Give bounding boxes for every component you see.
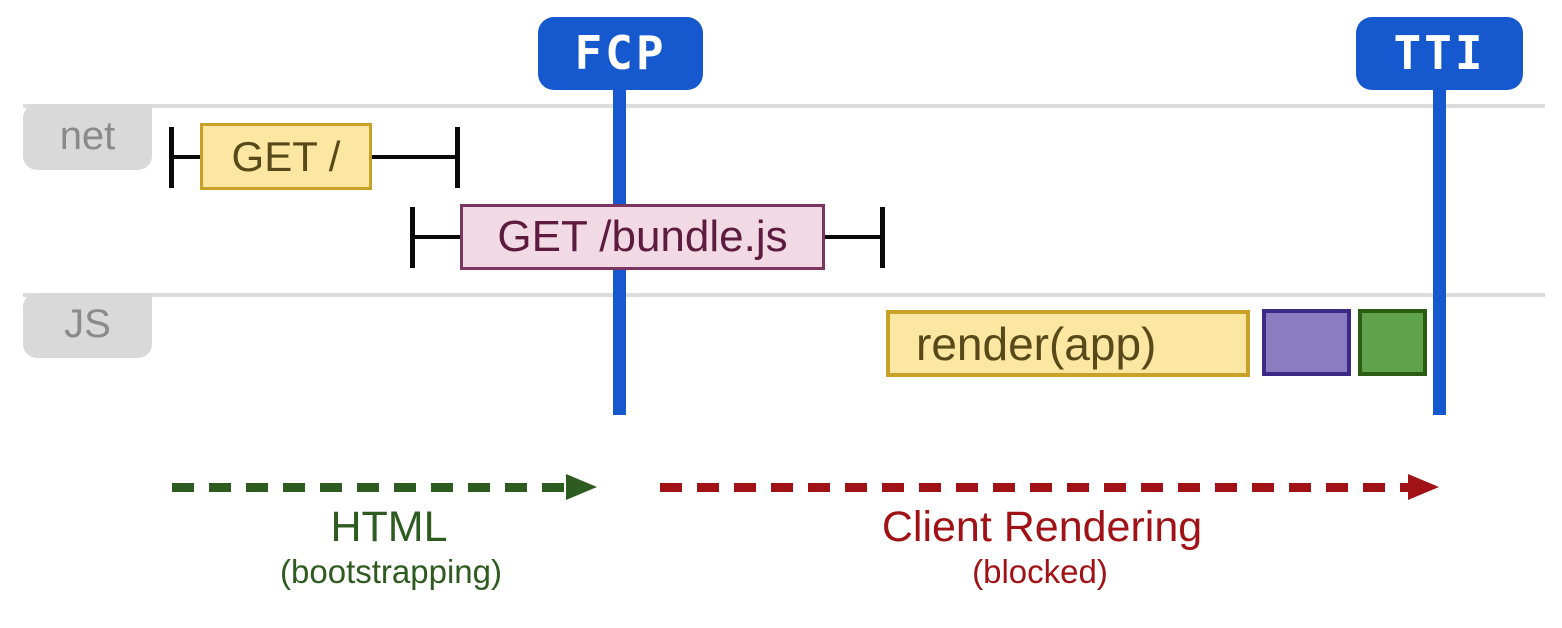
get-root-left-connector — [174, 155, 200, 159]
get-bundle-right-connector — [825, 235, 882, 239]
get-bundle-right-whisker — [880, 207, 885, 268]
get-root-left-whisker — [169, 127, 174, 188]
get-root-right-whisker — [455, 127, 460, 188]
fcp-badge: FCP — [538, 17, 703, 90]
get-bundle-left-whisker — [410, 207, 415, 268]
html-phase-arrowhead-icon — [566, 474, 597, 500]
task-render-app: render(app) — [886, 310, 1250, 377]
client-rendering-phase-arrow — [660, 483, 1408, 492]
get-root-right-connector — [372, 155, 457, 159]
client-rendering-phase-label: Client Rendering — [881, 503, 1203, 551]
html-phase-arrow — [172, 483, 566, 492]
html-phase-label: HTML — [330, 503, 448, 551]
client-rendering-phase-sublabel: (blocked) — [972, 553, 1108, 590]
tti-badge: TTI — [1356, 17, 1523, 90]
js-lane-line — [23, 293, 1545, 297]
get-bundle-left-connector — [415, 235, 460, 239]
net-lane-line — [23, 104, 1545, 108]
client-rendering-phase-arrowhead-icon — [1408, 474, 1439, 500]
html-phase-sublabel: (bootstrapping) — [280, 553, 502, 590]
request-get-root: GET / — [200, 123, 372, 190]
task-green-block — [1358, 309, 1427, 376]
lane-label-net: net — [23, 104, 152, 170]
task-purple-block — [1262, 309, 1351, 376]
tti-marker-line — [1433, 85, 1446, 415]
lane-label-js: JS — [23, 293, 152, 358]
request-get-bundle: GET /bundle.js — [460, 204, 825, 270]
